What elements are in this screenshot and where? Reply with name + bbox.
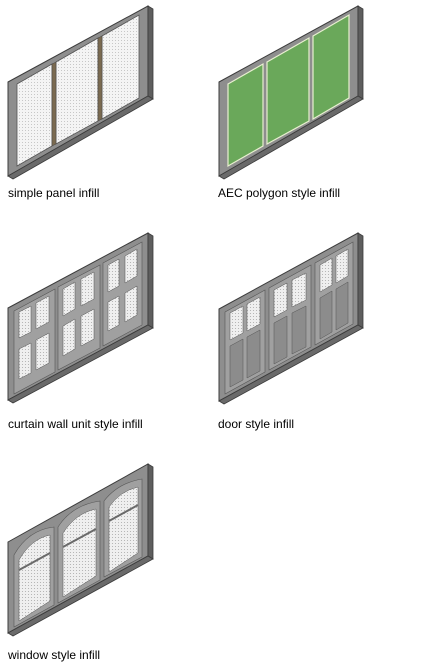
aec-polygon-infill-image [218, 5, 364, 180]
simple-panel-infill-image [7, 5, 154, 180]
window-style-infill-item: window style infill [0, 455, 210, 667]
curtain-wall-unit-infill-item: curtain wall unit style infill [0, 225, 210, 435]
window-style-infill-caption: window style infill [8, 648, 101, 662]
simple-panel-infill-caption: simple panel infill [8, 186, 100, 200]
door-style-infill-item: door style infill [210, 225, 446, 435]
door-style-infill-image [218, 232, 364, 405]
curtain-wall-unit-infill-caption: curtain wall unit style infill [8, 417, 143, 431]
simple-panel-infill-item: simple panel infill [0, 0, 210, 205]
curtain-wall-unit-infill-image [7, 232, 154, 404]
aec-polygon-infill-item: AEC polygon style infill [210, 0, 446, 205]
aec-polygon-infill-caption: AEC polygon style infill [218, 186, 341, 200]
window-style-infill-image [7, 463, 154, 637]
door-style-infill-caption: door style infill [218, 417, 295, 431]
